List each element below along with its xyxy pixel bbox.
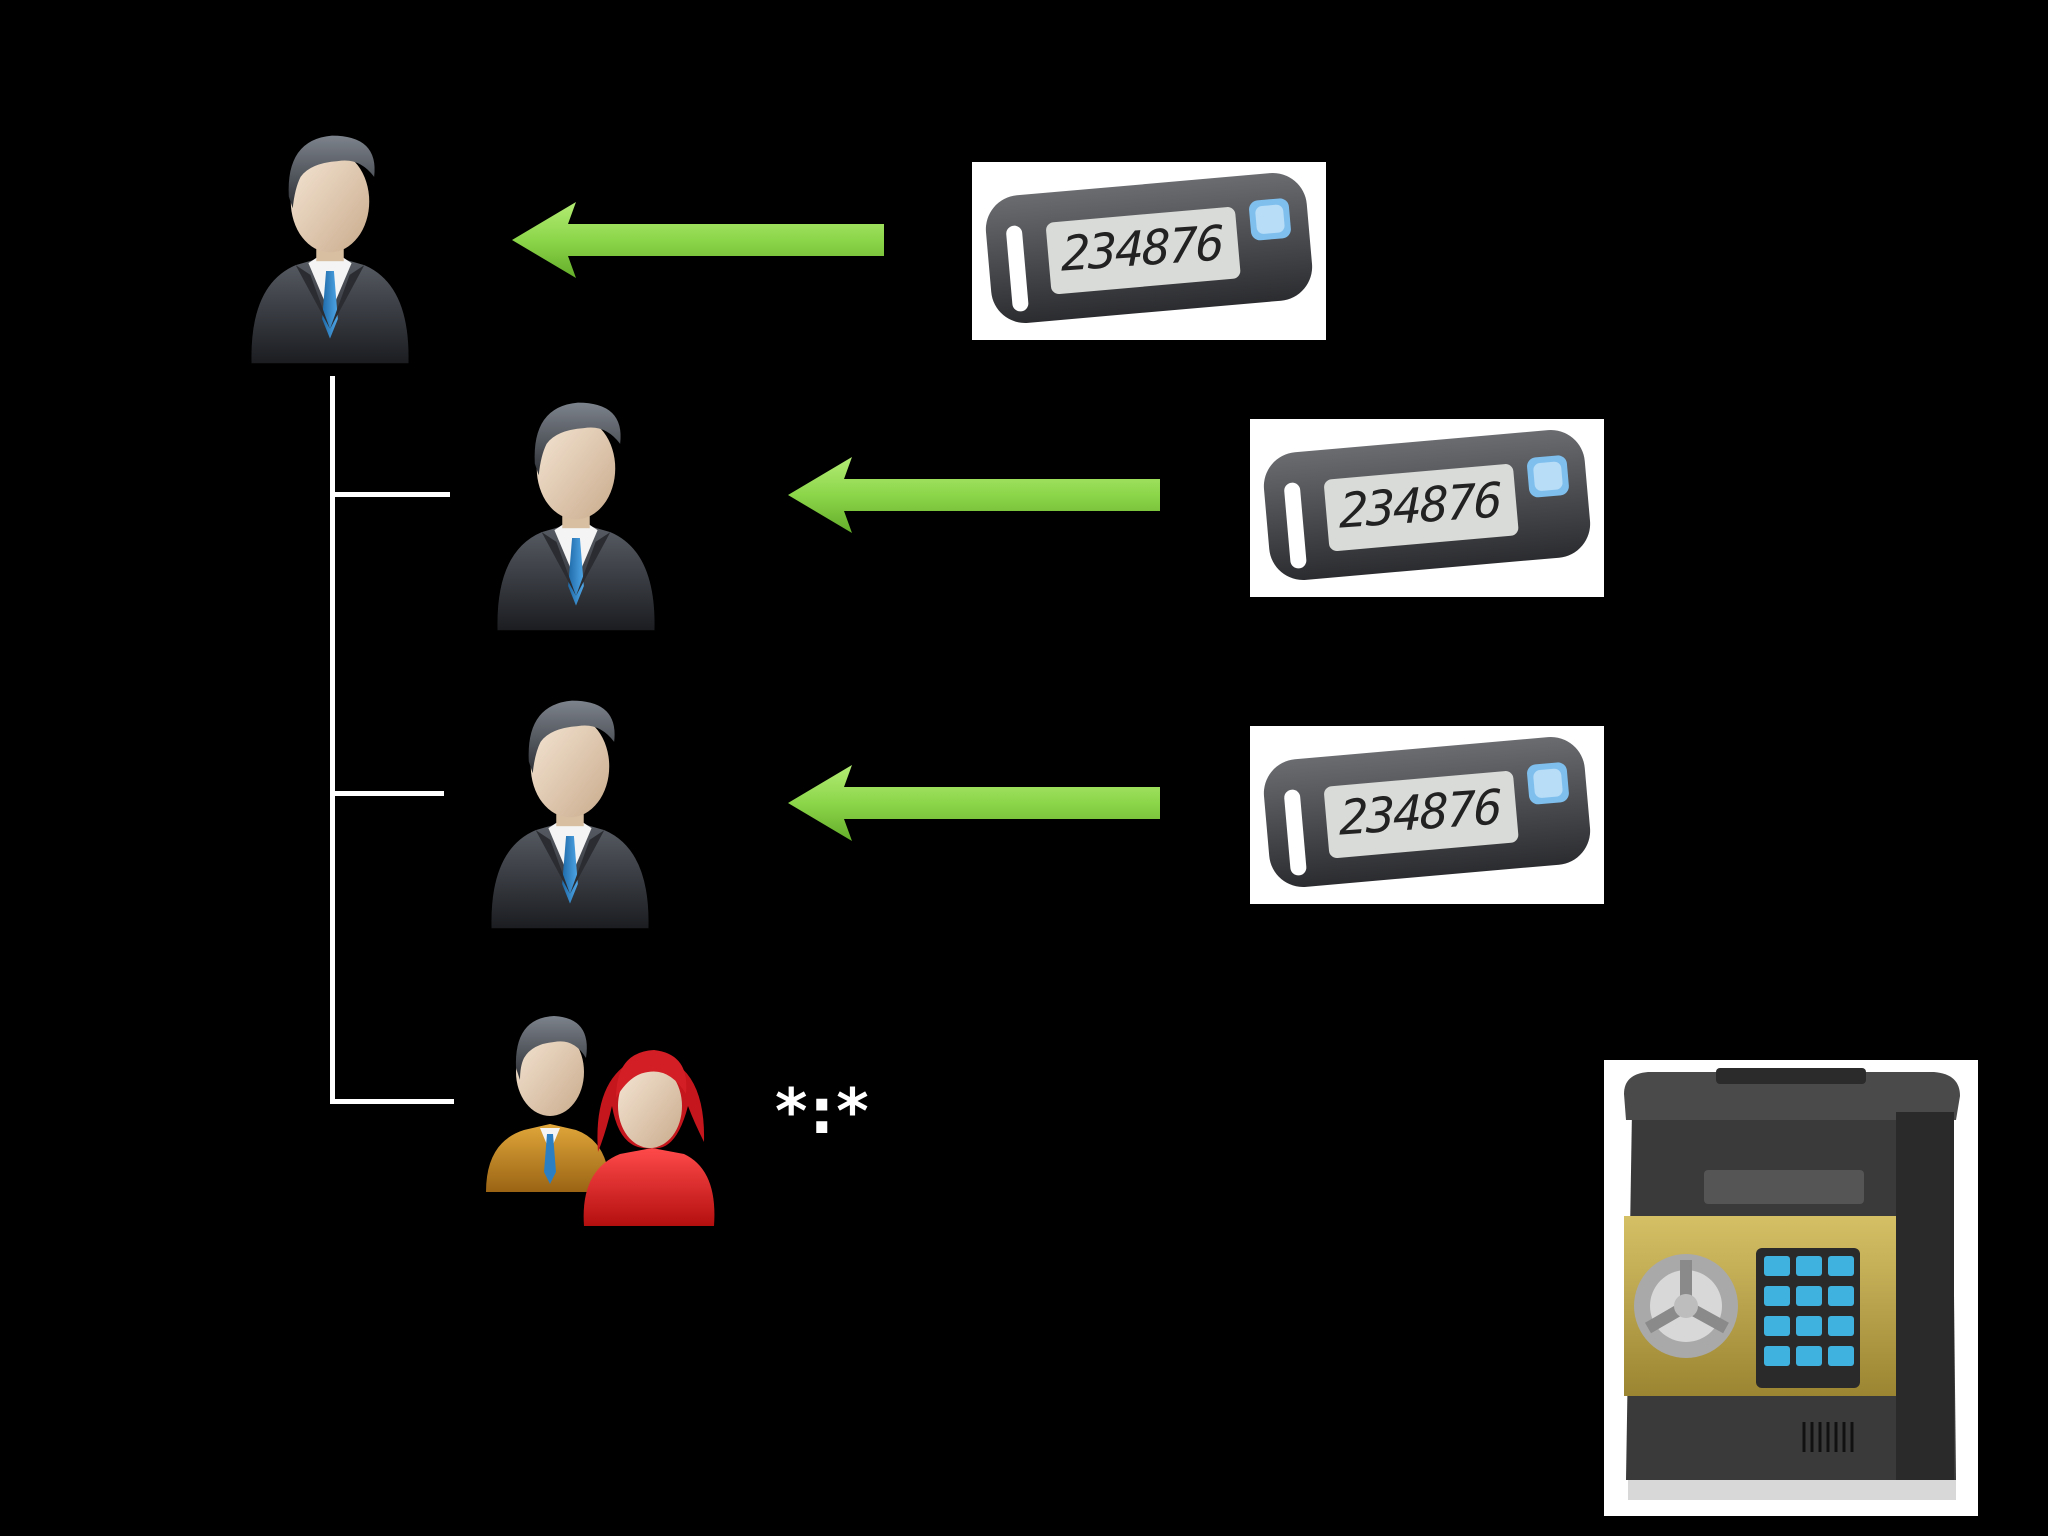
token-display-value: 234876 [1339,472,1501,540]
connector-branch-user-2 [330,492,450,497]
arrow-left-icon [788,765,1160,841]
user-suit-icon[interactable] [240,118,420,373]
token-device-icon: 234876 [1250,419,1604,597]
arrow-left-icon [512,202,884,278]
connector-branch-group [330,1099,454,1104]
connector-branch-user-3 [330,791,444,796]
token-device-icon: 234876 [1250,726,1604,904]
token-device-icon: 234876 [972,162,1326,340]
token-display-value: 234876 [1061,215,1223,283]
shared-credential-symbol: *:* [775,1075,871,1148]
safe-icon [1604,1060,1978,1516]
arrow-left-icon [788,457,1160,533]
user-suit-icon[interactable] [486,385,666,640]
token-display-value: 234876 [1339,779,1501,847]
user-group-icon[interactable] [480,1002,720,1242]
user-suit-icon[interactable] [480,683,660,938]
connector-trunk [330,376,335,1104]
